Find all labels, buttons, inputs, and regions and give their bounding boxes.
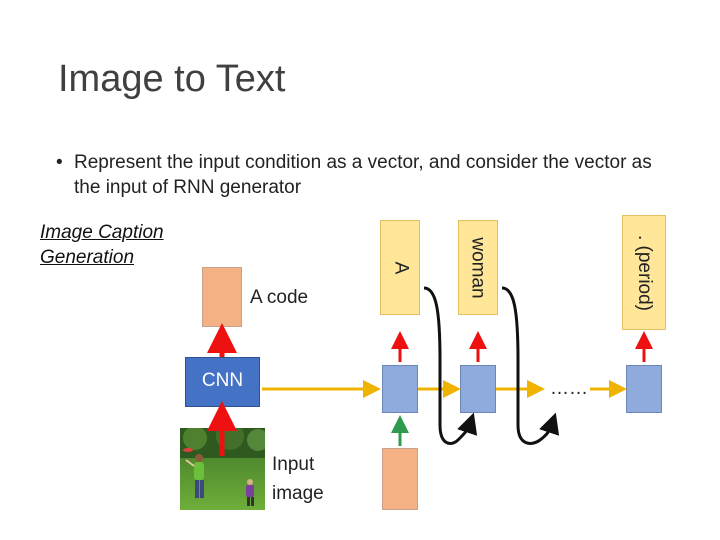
cnn-label: CNN [201, 370, 244, 391]
output-word-box-1: A [380, 220, 420, 315]
rnn-cell-2 [460, 365, 496, 413]
code-label: A code [250, 287, 309, 308]
feedback-word1-to-rnn2 [423, 286, 478, 445]
cnn-box [185, 357, 260, 407]
caption-heading-line1: Image Caption [40, 222, 164, 243]
ellipsis-label: …… [550, 378, 588, 399]
slide-title: Image to Text [58, 58, 286, 100]
bullet-text: Represent the input condition as a vecto… [74, 152, 652, 198]
rnn-cell-1 [382, 365, 418, 413]
feedback-word2-to-next [501, 286, 560, 445]
caption-heading-line2: Generation [40, 247, 135, 268]
bullet-symbol: • [56, 152, 63, 173]
initial-input-box [382, 448, 418, 510]
image-caption-heading: Image Caption Generation [40, 220, 164, 270]
input-label-line1: Input [272, 454, 315, 475]
input-image-label: Input image [272, 450, 324, 508]
output-word-box-2: woman [458, 220, 498, 315]
rnn-cell-3 [626, 365, 662, 413]
input-label-line2: image [272, 483, 324, 504]
output-word-box-3: . (period) [622, 215, 666, 330]
